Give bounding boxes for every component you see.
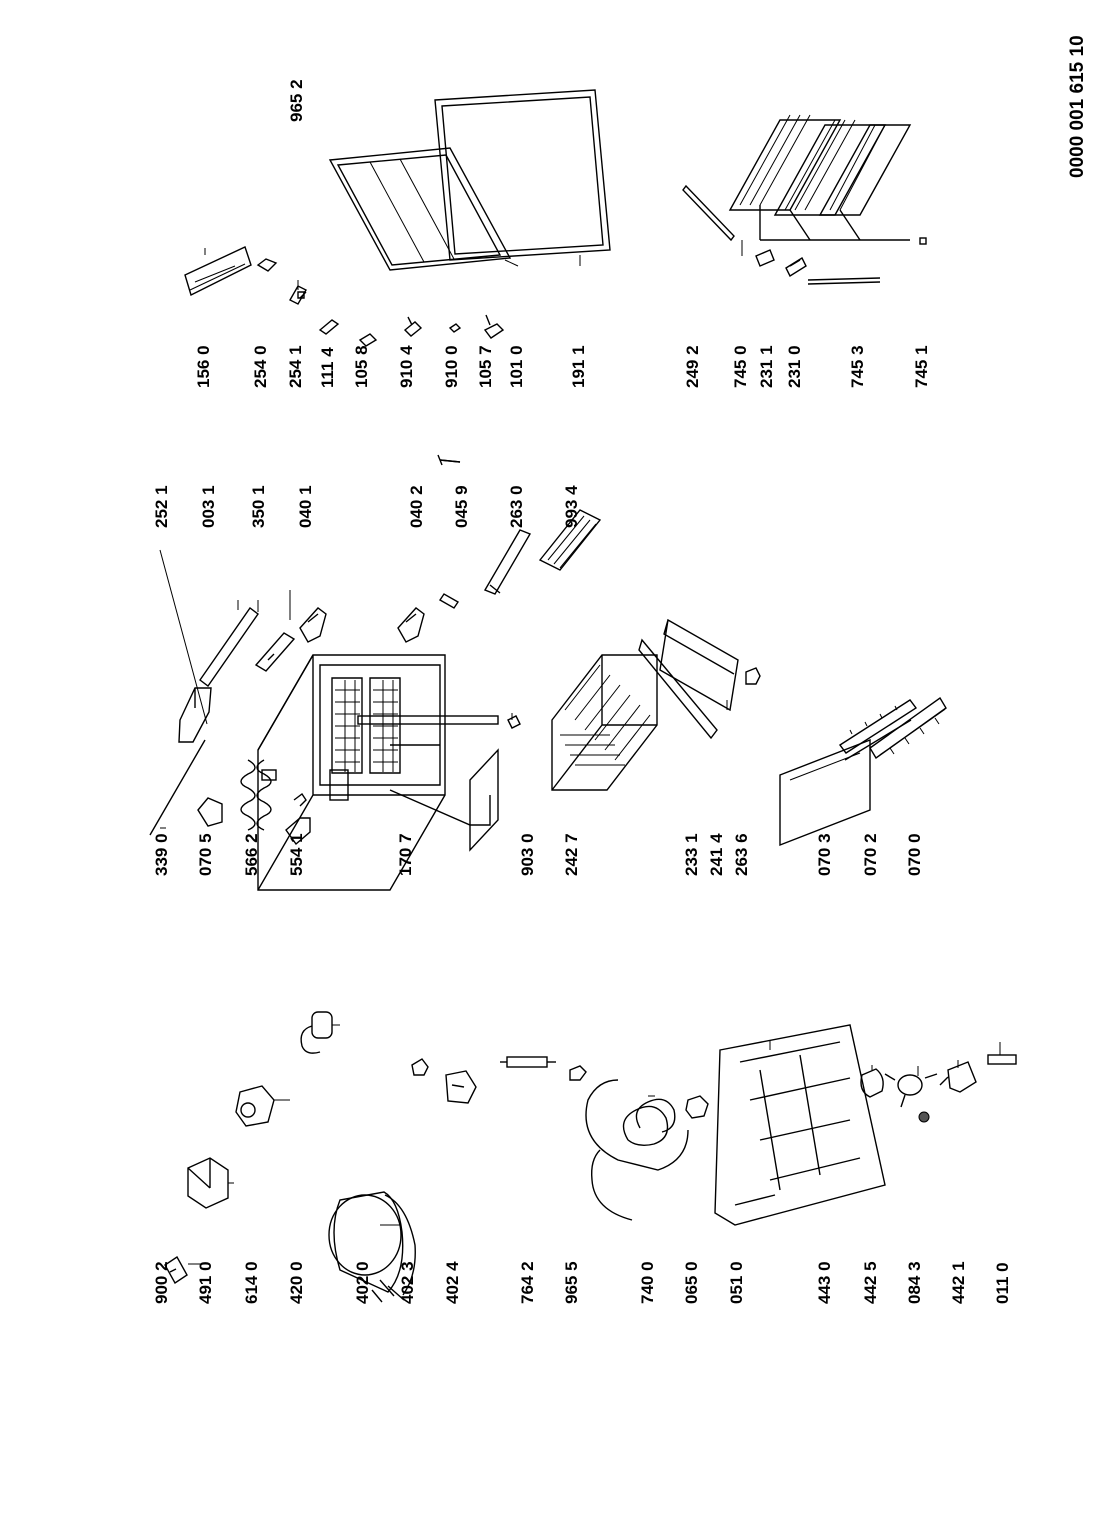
label-111-4: 111 4 [318,347,337,388]
label-491-0: 491 0 [196,1261,215,1304]
label-745-0: 745 0 [731,345,750,388]
document-number: 0000 001 615 10 [1067,35,1088,178]
label-965-5: 965 5 [562,1261,581,1304]
label-402-3: 402 3 [398,1261,417,1304]
label-402-4: 402 4 [443,1261,462,1304]
label-040-2: 040 2 [407,485,426,528]
label-003-1: 003 1 [199,485,218,528]
label-051-0: 051 0 [727,1261,746,1304]
label-105-8: 105 8 [352,345,371,388]
label-070-5: 070 5 [196,833,215,876]
label-070-2: 070 2 [861,833,880,876]
label-745-1: 745 1 [912,345,931,388]
label-566-2: 566 2 [242,833,261,876]
label-740-0: 740 0 [638,1261,657,1304]
label-402-0: 402 0 [353,1261,372,1304]
label-443-0: 443 0 [815,1261,834,1304]
col4-parts [184,89,927,347]
label-105-7: 105 7 [476,345,495,388]
label-156-0: 156 0 [194,345,213,388]
label-442-5: 442 5 [861,1261,880,1304]
col2-parts [149,618,947,891]
label-554-1: 554 1 [287,833,306,876]
label-191-1: 191 1 [569,345,588,388]
label-263-0: 263 0 [507,485,526,528]
col1-parts [164,1011,1017,1303]
label-614-0: 614 0 [242,1261,261,1304]
label-070-3: 070 3 [815,833,834,876]
label-040-1: 040 1 [296,485,315,528]
label-231-0: 231 0 [785,345,804,388]
label-170-7: 170 7 [396,833,415,876]
label-249-2: 249 2 [683,345,702,388]
label-903-0: 903 0 [518,833,537,876]
label-350-1: 350 1 [249,485,268,528]
label-101-0: 101 0 [507,345,526,388]
label-231-1: 231 1 [757,345,776,388]
label-764-2: 764 2 [518,1261,537,1304]
label-254-0: 254 0 [251,345,270,388]
label-233-1: 233 1 [682,833,701,876]
label-993-4: 993 4 [562,485,581,528]
label-900-2: 900 2 [152,1261,171,1304]
label-084-3: 084 3 [905,1261,924,1304]
col3-parts [159,454,602,743]
label-242-7: 242 7 [562,833,581,876]
label-070-0: 070 0 [905,833,924,876]
label-065-0: 065 0 [682,1261,701,1304]
label-910-4: 910 4 [397,345,416,388]
label-965-2: 965 2 [287,79,306,122]
label-339-0: 339 0 [152,833,171,876]
label-011-0: 011 0 [993,1262,1012,1304]
label-045-9: 045 9 [452,485,471,528]
label-254-1: 254 1 [286,345,305,388]
label-263-6: 263 6 [732,833,751,876]
label-745-3: 745 3 [848,345,867,388]
label-252-1: 252 1 [152,485,171,528]
label-241-4: 241 4 [707,833,726,876]
label-442-1: 442 1 [949,1261,968,1304]
label-420-0: 420 0 [287,1261,306,1304]
label-910-0: 910 0 [442,345,461,388]
